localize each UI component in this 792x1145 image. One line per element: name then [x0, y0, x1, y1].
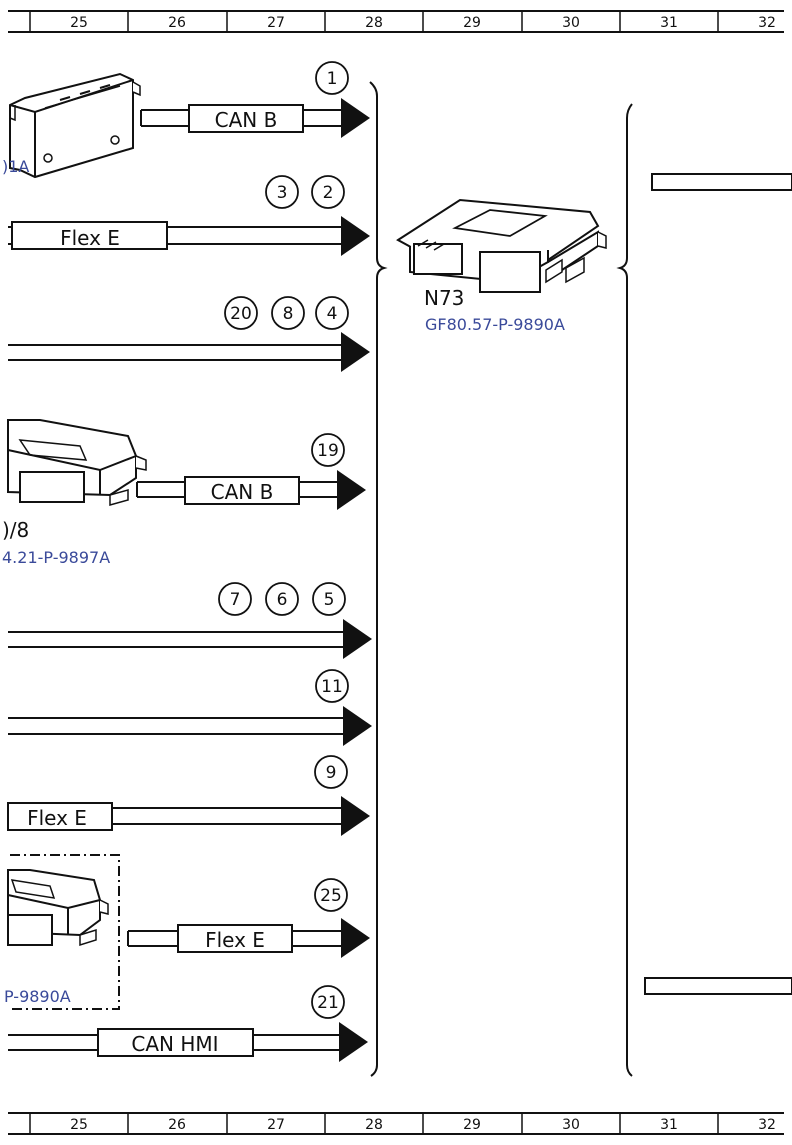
grid-col-29-bottom: 29	[463, 1117, 481, 1133]
grid-col-25-bottom: 25	[70, 1117, 88, 1133]
module-n73-ref: N73	[424, 286, 464, 310]
module-n73-code: GF80.57-P-9890A	[425, 315, 565, 334]
module-n73	[396, 198, 607, 293]
right-brace	[616, 103, 633, 1077]
circle-11: 11	[321, 677, 343, 697]
dashed-module-frame	[10, 854, 120, 1010]
connection-row-4: CAN B 19	[136, 433, 366, 510]
grid-col-30-bottom: 30	[562, 1117, 580, 1133]
grid-col-28-bottom: 28	[365, 1117, 383, 1133]
grid-col-30: 30	[562, 15, 580, 31]
connection-row-7: Flex E 9	[7, 755, 370, 836]
grid-col-25: 25	[70, 15, 88, 31]
grid-ruler-bottom: 25 26 27 28 29 30 31 32	[8, 1112, 784, 1135]
circle-3: 3	[277, 183, 288, 203]
circle-4: 4	[327, 304, 338, 324]
left-brace	[369, 81, 388, 1077]
connection-row-9: CAN HMI 21	[8, 985, 368, 1062]
grid-col-32-bottom: 32	[758, 1117, 776, 1133]
connection-row-6: 11	[8, 669, 372, 746]
grid-col-27: 27	[267, 15, 285, 31]
grid-col-32: 32	[758, 15, 776, 31]
connection-row-5: 7 6 5	[8, 582, 372, 659]
grid-col-29: 29	[463, 15, 481, 31]
circle-25: 25	[320, 886, 342, 906]
circle-20: 20	[230, 304, 252, 324]
circle-7: 7	[230, 590, 241, 610]
grid-col-31-bottom: 31	[660, 1117, 678, 1133]
circle-1: 1	[327, 69, 338, 89]
module-top-left	[9, 72, 141, 179]
grid-col-27-bottom: 27	[267, 1117, 285, 1133]
circle-2: 2	[323, 183, 334, 203]
connection-row-8: Flex E 25	[127, 878, 370, 958]
circle-8: 8	[283, 304, 294, 324]
module-mid-left	[7, 419, 147, 506]
module-mid-left-code: 4.21-P-9897A	[2, 548, 110, 567]
circle-21: 21	[317, 993, 339, 1013]
bus-label-row-2: Flex E	[60, 226, 120, 250]
grid-col-31: 31	[660, 15, 678, 31]
right-bus-bar-top	[651, 173, 792, 191]
bus-label-row-4: CAN B	[211, 480, 274, 504]
circle-6: 6	[277, 590, 288, 610]
bus-label-row-7: Flex E	[27, 806, 87, 830]
circle-9: 9	[326, 763, 337, 783]
grid-ruler-top: 25 26 27 28 29 30 31 32	[8, 10, 784, 33]
circle-5: 5	[324, 590, 335, 610]
module-top-left-code: )1A	[2, 157, 29, 176]
connection-row-1: CAN B 1	[140, 61, 370, 138]
connection-row-2: Flex E 3 2	[8, 175, 370, 256]
bus-label-row-9: CAN HMI	[131, 1032, 218, 1056]
circle-19: 19	[317, 441, 339, 461]
connection-row-3: 20 8 4	[8, 296, 370, 372]
grid-col-26-bottom: 26	[168, 1117, 186, 1133]
module-lower-left-code: P-9890A	[4, 987, 71, 1006]
grid-col-26: 26	[168, 15, 186, 31]
bus-label-row-8: Flex E	[205, 928, 265, 952]
module-lower-left	[7, 869, 109, 947]
module-mid-left-ref: )/8	[2, 518, 29, 542]
right-bus-bar-bottom	[644, 977, 792, 995]
bus-label-row-1: CAN B	[215, 108, 278, 132]
grid-col-28: 28	[365, 15, 383, 31]
